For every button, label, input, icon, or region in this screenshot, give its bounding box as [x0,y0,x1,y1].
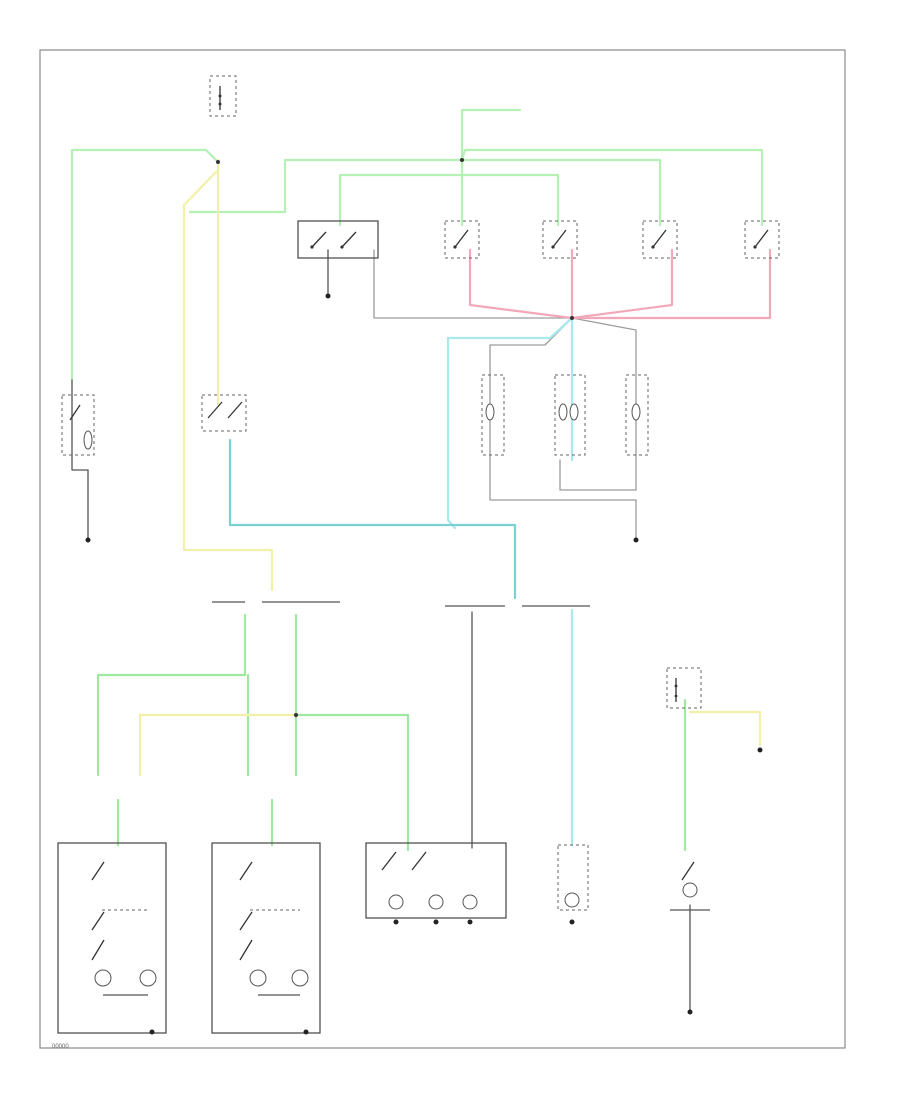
footer-code: 00000 [52,1044,69,1050]
left-door-switch [61,394,95,456]
light-green-wires [70,108,764,852]
diagram-frame [39,49,846,1049]
top-fuse-block [209,75,237,117]
bottom-left-module-2 [211,842,321,1035]
switch-module-1 [297,220,379,299]
right-fuse-block [666,667,763,753]
switch-module-3 [542,220,578,259]
blue-wires [228,316,574,847]
center-switch [201,394,247,432]
switch-module-2 [444,220,480,259]
single-lamp-module [557,844,589,925]
black-wires [71,249,691,1011]
pink-wires [468,248,772,320]
switch-module-5 [744,220,780,259]
gray-wires [373,249,637,541]
switch-module-4 [642,220,678,259]
mid-lamps [85,374,649,543]
bottom-center-module [365,842,507,925]
bottom-left-module [57,842,167,1035]
junction-dots [216,158,574,717]
right-switch-lamp [670,861,710,1015]
connector-bars [212,601,590,607]
yellow-wires [138,158,762,777]
